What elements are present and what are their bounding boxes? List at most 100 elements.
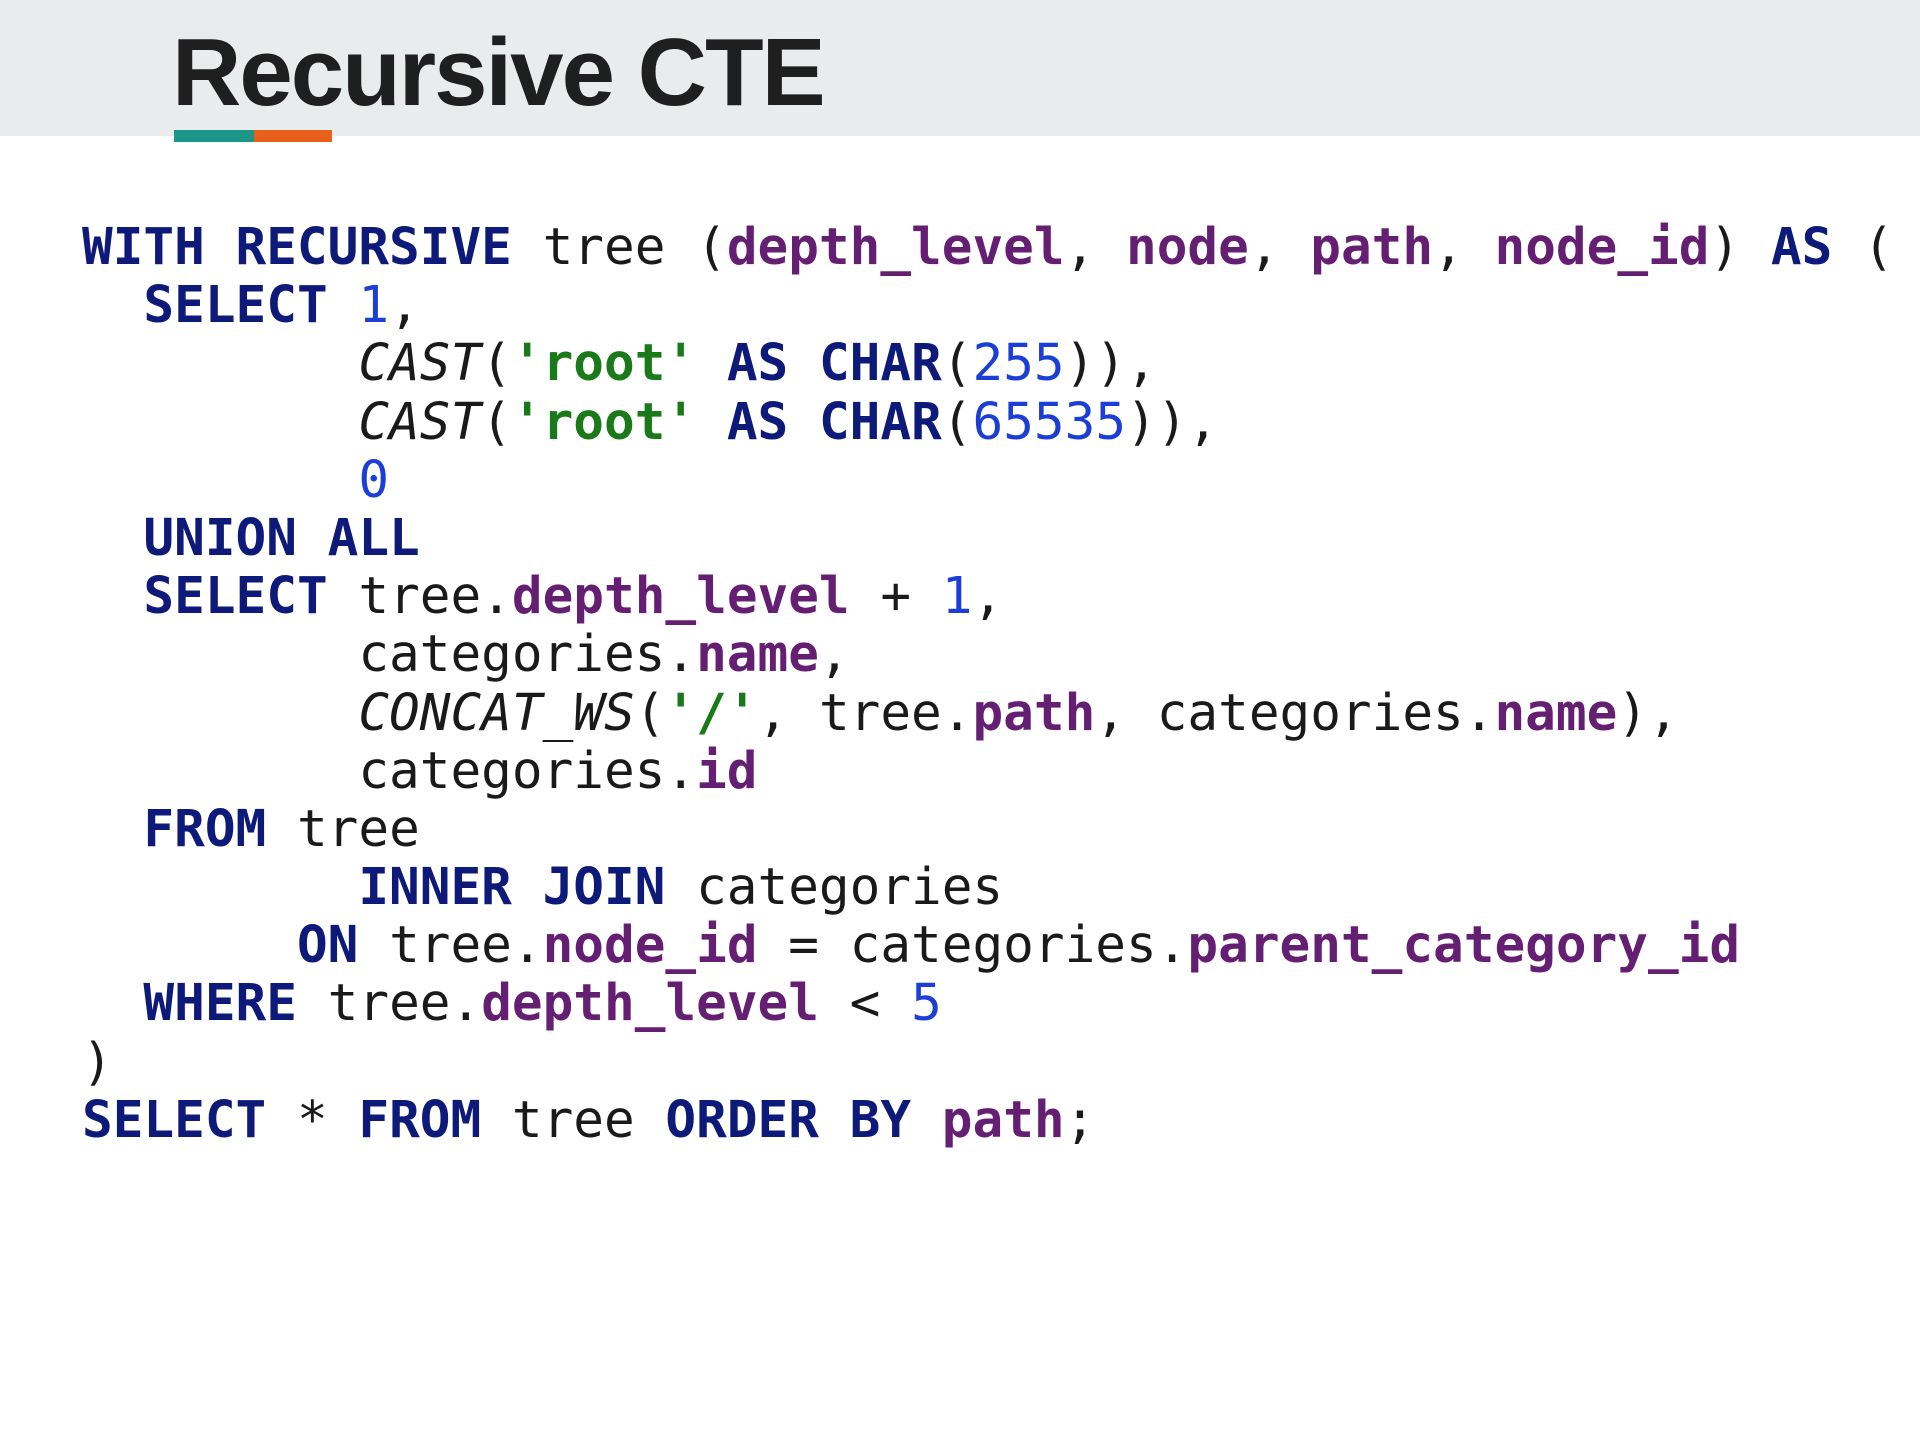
code-line: categories.id: [82, 741, 1894, 801]
sql-text: tree.: [358, 916, 543, 976]
sql-keyword: AS CHAR: [726, 392, 942, 452]
sql-function: CAST: [358, 392, 482, 452]
sql-column: path: [941, 1090, 1065, 1150]
sql-text: <: [818, 974, 912, 1034]
code-line: SELECT * FROM tree ORDER BY path;: [82, 1090, 1894, 1150]
sql-text: tree (: [511, 218, 727, 277]
sql-number: 5: [911, 974, 942, 1034]
sql-text: [82, 974, 143, 1033]
sql-column: parent_category_id: [1187, 916, 1741, 976]
sql-text: [328, 276, 359, 335]
sql-text: = categories.: [757, 916, 1188, 976]
sql-text: [82, 509, 143, 568]
sql-text: [911, 1091, 942, 1150]
sql-text: [82, 916, 297, 975]
sql-string: 'root': [511, 392, 697, 452]
sql-text: ),: [1617, 683, 1679, 743]
sql-text: )),: [1126, 392, 1219, 452]
slide-title: Recursive CTE: [172, 19, 826, 126]
sql-text: ,: [389, 276, 420, 336]
code-line: CAST('root' AS CHAR(255)),: [82, 335, 1894, 393]
code-line: INNER JOIN categories: [82, 858, 1894, 918]
sql-text: tree: [481, 1090, 666, 1150]
sql-text: [82, 567, 143, 626]
sql-text: ,: [1064, 218, 1126, 277]
sql-text: [82, 393, 358, 452]
title-accent-orange: [254, 130, 332, 142]
sql-column: node_id: [1494, 218, 1710, 277]
sql-text: [82, 800, 143, 859]
sql-text: [696, 393, 727, 452]
code-line: categories.name,: [82, 626, 1894, 684]
sql-keyword: SELECT: [143, 276, 328, 336]
sql-text: tree: [266, 799, 420, 859]
sql-text: *: [266, 1090, 359, 1150]
code-line: ON tree.node_id = categories.parent_cate…: [82, 917, 1894, 975]
sql-column: id: [696, 741, 758, 801]
sql-text: (: [634, 683, 666, 743]
sql-text: )),: [1064, 334, 1157, 394]
sql-text: ): [82, 1032, 113, 1092]
sql-text: ,: [1433, 218, 1495, 277]
sql-column: depth_level: [481, 974, 819, 1034]
sql-text: categories: [665, 858, 1004, 918]
sql-text: [696, 334, 727, 393]
sql-keyword: ORDER BY: [665, 1090, 912, 1150]
sql-column: node: [1126, 218, 1249, 277]
sql-text: (: [481, 334, 512, 394]
sql-text: categories.: [82, 741, 697, 801]
sql-text: ,: [1248, 218, 1311, 277]
sql-text: , tree.: [757, 683, 973, 743]
sql-keyword: ON: [296, 916, 359, 976]
sql-column: node_id: [542, 916, 758, 976]
sql-column: path: [972, 683, 1096, 743]
code-line: WHERE tree.depth_level < 5: [82, 975, 1894, 1033]
sql-number: 65535: [972, 392, 1127, 452]
sql-text: tree.: [327, 567, 512, 627]
code-line: FROM tree: [82, 799, 1894, 859]
sql-keyword: FROM: [143, 799, 267, 859]
sql-text: [82, 334, 358, 393]
sql-keyword: SELECT: [82, 1090, 267, 1150]
sql-number: 0: [358, 450, 390, 510]
sql-text: [82, 684, 358, 743]
sql-function: CONCAT_WS: [358, 683, 635, 743]
sql-text: ,: [972, 567, 1004, 627]
code-line: UNION ALL: [82, 508, 1894, 568]
sql-keyword: AS CHAR: [726, 334, 942, 394]
sql-string: '/': [665, 683, 758, 743]
code-line: ): [82, 1032, 1894, 1092]
sql-column: name: [1494, 683, 1618, 743]
sql-text: ;: [1064, 1090, 1096, 1150]
sql-keyword: SELECT: [143, 567, 328, 627]
code-line: 0: [82, 450, 1894, 510]
sql-text: (: [941, 392, 973, 452]
sql-number: 1: [941, 567, 973, 627]
code-line: WITH RECURSIVE tree (depth_level, node, …: [82, 218, 1894, 277]
sql-text: +: [849, 567, 942, 627]
sql-keyword: INNER JOIN: [358, 858, 666, 918]
sql-function: CAST: [358, 334, 482, 394]
sql-keyword: FROM: [358, 1090, 482, 1150]
sql-text: tree.: [296, 974, 482, 1034]
sql-text: (: [481, 392, 512, 452]
sql-keyword: WITH RECURSIVE: [82, 218, 512, 277]
sql-column: path: [1310, 218, 1434, 277]
sql-column: name: [696, 625, 819, 685]
sql-text: [82, 451, 358, 510]
code-line: CONCAT_WS('/', tree.path, categories.nam…: [82, 683, 1894, 743]
code-line: CAST('root' AS CHAR(65535)),: [82, 392, 1894, 452]
sql-keyword: WHERE: [143, 974, 297, 1034]
sql-code-block: WITH RECURSIVE tree ( depth_level, node , …: [82, 218, 1894, 1150]
sql-text: [82, 276, 143, 335]
slide-header: Recursive CTE: [0, 0, 1920, 136]
title-accent-teal: [174, 130, 254, 142]
sql-text: [82, 858, 358, 917]
sql-string: 'root': [511, 334, 697, 394]
sql-number: 1: [358, 276, 390, 336]
sql-keyword: UNION ALL: [143, 508, 420, 568]
sql-text: (: [1832, 218, 1894, 277]
code-line: SELECT tree.depth_level + 1,: [82, 568, 1894, 626]
sql-number: 255: [972, 334, 1065, 394]
sql-column: depth_level: [511, 567, 850, 627]
